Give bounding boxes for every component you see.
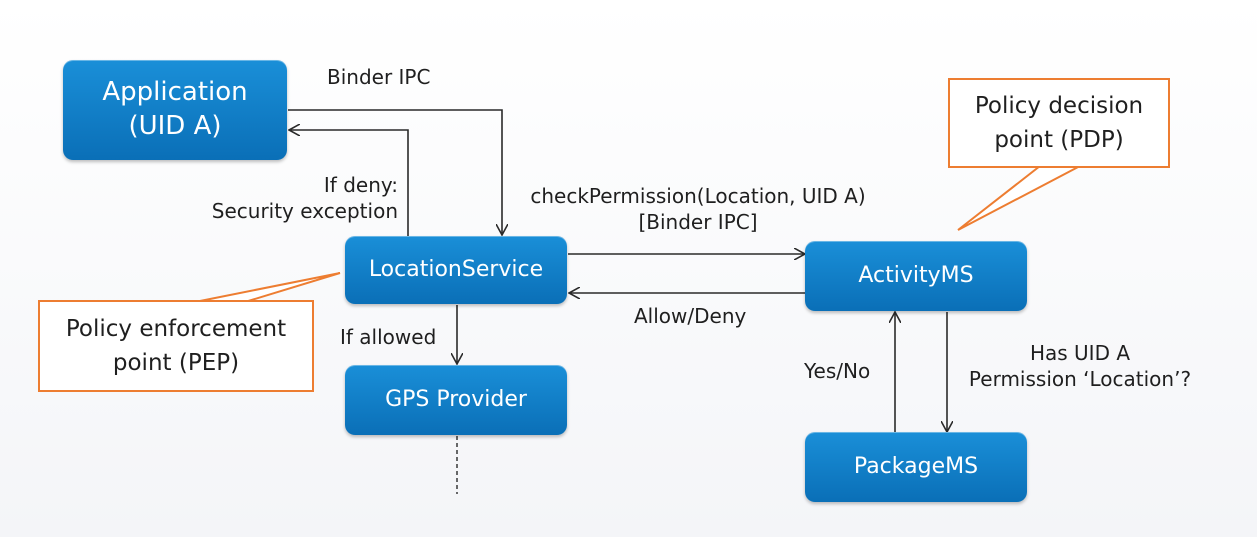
gps-provider-label: GPS Provider [385,386,527,412]
pep-callout: Policy enforcement point (PEP) [38,300,314,392]
if-deny-label: If deny: Security exception [211,173,398,223]
if-allowed-label: If allowed [340,325,437,349]
pep-callout-pointer [194,272,341,303]
pdp-callout: Policy decision point (PDP) [948,78,1170,168]
binder-ipc-label: Binder IPC [327,65,431,89]
application-node: Application (UID A) [63,60,287,160]
gps-provider-node: GPS Provider [345,365,567,435]
location-service-node: LocationService [345,236,567,304]
deny-arrow [290,130,409,236]
application-label: Application (UID A) [102,77,248,141]
location-service-label: LocationService [368,256,544,282]
pdp-callout-pointer [957,165,1081,231]
activity-ms-label: ActivityMS [858,262,974,288]
has-permission-label: Has UID A Permission ‘Location’? [968,341,1192,391]
binder-ipc-arrow [288,109,502,234]
check-permission-label: checkPermission(Location, UID A) [Binder… [530,184,866,234]
allow-deny-label: Allow/Deny [634,304,747,328]
package-ms-node: PackageMS [805,432,1027,502]
yes-no-label: Yes/No [804,359,871,383]
activity-ms-node: ActivityMS [805,241,1027,311]
package-ms-label: PackageMS [853,453,979,479]
